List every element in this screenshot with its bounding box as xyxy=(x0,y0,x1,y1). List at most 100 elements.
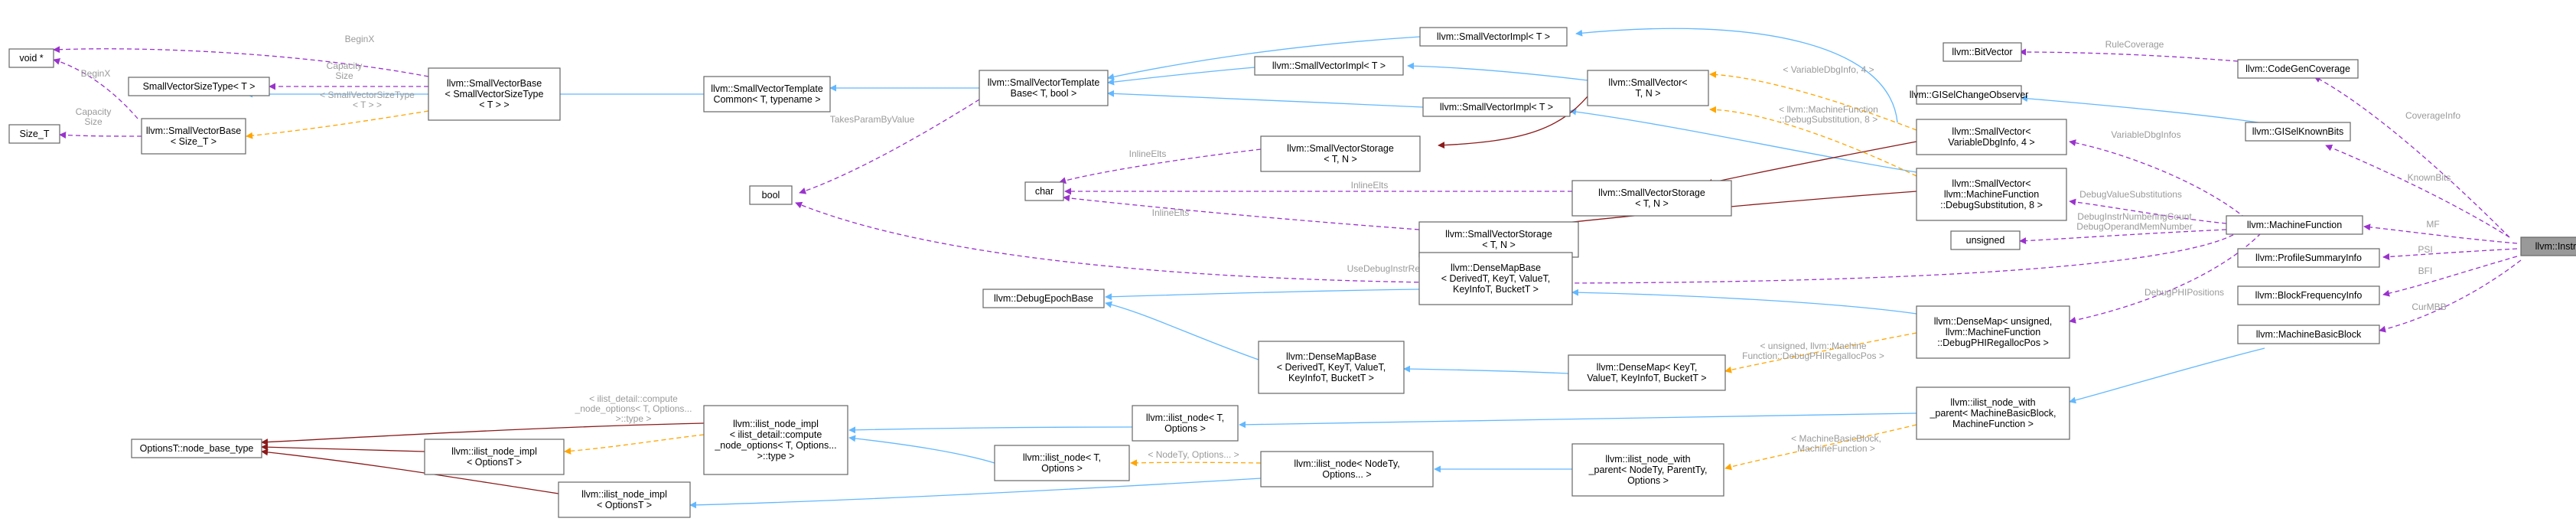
node-optionst[interactable]: OptionsT::node_base_type xyxy=(131,439,262,458)
node-label: < SmallVectorSizeType xyxy=(445,89,544,99)
edge-label-takesparam: TakesParamByValue xyxy=(830,114,915,125)
node-label: llvm::DenseMapBase xyxy=(1451,262,1541,273)
node-svstorage1[interactable]: llvm::SmallVectorStorage< T, N > xyxy=(1260,135,1421,172)
edge-label-capsize2: Size xyxy=(84,116,103,127)
node-box xyxy=(1132,405,1239,442)
node-svstorage3[interactable]: llvm::SmallVectorStorage< T, N > xyxy=(1418,221,1579,258)
node-svbase[interactable]: llvm::SmallVectorBase< SmallVectorSizeTy… xyxy=(428,67,561,121)
node-sv_dbgsub[interactable]: llvm::SmallVector<llvm::MachineFunction:… xyxy=(1916,168,2067,221)
node-box xyxy=(2226,215,2363,235)
node-densemapbase1[interactable]: llvm::DenseMapBase< DerivedT, KeyT, Valu… xyxy=(1418,252,1573,305)
edge-codegencov-to-bitvector xyxy=(2019,48,2239,62)
node-void[interactable]: void * xyxy=(8,48,54,68)
edge-ilistparentmbb-to-parent xyxy=(1724,424,1917,471)
node-label: Common< T, typename > xyxy=(713,94,820,105)
edge-densemapbase1-to-epochbase xyxy=(1105,289,1420,301)
edge-label-debuginstr: DebugInstrNumberingCount xyxy=(2077,211,2192,222)
node-gisel_observer[interactable]: llvm::GISelChangeObserver xyxy=(1910,85,2029,105)
node-box xyxy=(1950,230,2021,250)
edge-label-inlineelts2: InlineElts xyxy=(1351,180,1389,191)
node-sizet[interactable]: Size_T xyxy=(8,124,60,144)
edge-svbasesizet-to-sizet xyxy=(59,132,142,139)
node-char[interactable]: char xyxy=(1024,181,1064,201)
node-label: bool xyxy=(762,190,780,201)
node-box xyxy=(131,439,262,458)
node-box xyxy=(128,77,270,96)
node-bool[interactable]: bool xyxy=(749,185,793,205)
node-ilist_node_top[interactable]: llvm::ilist_node< T,Options > xyxy=(1132,405,1239,442)
node-machinefunction[interactable]: llvm::MachineFunction xyxy=(2226,215,2363,235)
node-label: < OptionsT > xyxy=(467,457,522,468)
edge-svbasesizet-to-void xyxy=(53,58,138,119)
node-svimpl_low[interactable]: llvm::SmallVectorImpl< T > xyxy=(1422,97,1571,117)
edge-ilistimplmid-to-impl-big xyxy=(564,434,705,455)
node-svimpl_top[interactable]: llvm::SmallVectorImpl< T > xyxy=(1419,27,1568,47)
node-debugepochbase[interactable]: llvm::DebugEpochBase xyxy=(982,289,1105,308)
node-label: llvm::SmallVector< xyxy=(1608,77,1687,88)
node-label: _parent< MachineBasicBlock, xyxy=(1929,408,2056,419)
node-label: llvm::ilist_node< T, xyxy=(1023,452,1101,463)
edge-is-to-psi xyxy=(2382,248,2518,260)
node-profilesummary[interactable]: llvm::ProfileSummaryInfo xyxy=(2237,248,2380,268)
node-label: llvm::ilist_node_impl xyxy=(451,446,537,457)
node-label: ::DebugPHIRegallocPos > xyxy=(1937,338,2049,348)
node-unsigned[interactable]: unsigned xyxy=(1950,230,2021,250)
node-giselknownbits[interactable]: llvm::GISelKnownBits xyxy=(2245,122,2351,142)
node-box xyxy=(2245,122,2351,142)
node-box xyxy=(749,185,793,205)
edge-label-mf: MF xyxy=(2426,219,2439,230)
node-svimpl_mid[interactable]: llvm::SmallVectorImpl< T > xyxy=(1254,56,1404,76)
node-label: llvm::CodeGenCoverage xyxy=(2245,64,2350,74)
node-label: KeyInfoT, BucketT > xyxy=(1288,373,1374,383)
edge-is-to-bfi xyxy=(2382,256,2518,297)
node-ilist_impl_low[interactable]: llvm::ilist_node_impl< OptionsT > xyxy=(558,481,691,518)
node-svbase_sizet[interactable]: llvm::SmallVectorBase< Size_T > xyxy=(141,118,246,155)
node-ilist_impl_big[interactable]: llvm::ilist_node_impl< ilist_detail::com… xyxy=(703,405,848,475)
node-box xyxy=(1943,42,2022,62)
node-label: llvm::ilist_node_impl xyxy=(581,489,667,500)
node-densemap_phi[interactable]: llvm::DenseMap< unsigned,llvm::MachineFu… xyxy=(1916,305,2070,359)
node-densemap[interactable]: llvm::DenseMap< KeyT,ValueT, KeyInfoT, B… xyxy=(1568,354,1726,391)
node-ilist_node_nodety[interactable]: llvm::ilist_node< NodeTy,Options... > xyxy=(1260,451,1434,488)
node-ilist_parent[interactable]: llvm::ilist_node_with_parent< NodeTy, Pa… xyxy=(1571,443,1724,497)
edge-label-capsize2: Capacity xyxy=(76,106,112,117)
node-ilist_node_low[interactable]: llvm::ilist_node< T,Options > xyxy=(994,445,1130,481)
edge-label-usedebug: UseDebugInstrRef xyxy=(1347,263,1423,274)
node-codegencoverage[interactable]: llvm::CodeGenCoverage xyxy=(2237,59,2359,79)
node-ilist_parent_mbb[interactable]: llvm::ilist_node_with_parent< MachineBas… xyxy=(1916,386,2070,440)
node-svstorage2[interactable]: llvm::SmallVectorStorage< T, N > xyxy=(1571,180,1732,217)
node-densemapbase2[interactable]: llvm::DenseMapBase< DerivedT, KeyT, Valu… xyxy=(1258,341,1405,394)
edge-smallvector-to-svimpl-mid xyxy=(1407,62,1588,81)
edge-svtbase-to-bool xyxy=(799,99,980,194)
edge-label-knownbits: KnownBits xyxy=(2408,172,2451,183)
node-box xyxy=(428,67,561,121)
edge-label-covinfo: CoverageInfo xyxy=(2405,110,2460,121)
edge-ilistimplmid-to-optionst xyxy=(261,443,425,452)
node-box xyxy=(1916,305,2070,359)
node-label: llvm::SmallVector< xyxy=(1952,126,2031,137)
edge-storage3-to-char xyxy=(1063,194,1420,230)
node-machinebasicblock[interactable]: llvm::MachineBasicBlock xyxy=(2237,324,2380,344)
node-instructionselector[interactable]: llvm::InstructionSelector xyxy=(2520,236,2576,256)
node-blockfreq[interactable]: llvm::BlockFrequencyInfo xyxy=(2237,285,2380,305)
node-smallvectorsizetype[interactable]: SmallVectorSizeType< T > xyxy=(128,77,270,96)
node-box xyxy=(2237,59,2359,79)
node-label: llvm::SmallVectorBase xyxy=(146,126,241,136)
node-label: llvm::BlockFrequencyInfo xyxy=(2255,290,2363,301)
node-smallvector[interactable]: llvm::SmallVector<T, N > xyxy=(1587,70,1709,106)
node-sv_dbg[interactable]: llvm::SmallVector<VariableDbgInfo, 4 > xyxy=(1916,119,2067,155)
node-box xyxy=(1916,85,2022,105)
node-box xyxy=(2237,285,2380,305)
edge-label-ilistdetail: >::type > xyxy=(616,413,652,424)
node-bitvector[interactable]: llvm::BitVector xyxy=(1943,42,2022,62)
node-ilist_impl_mid[interactable]: llvm::ilist_node_impl< OptionsT > xyxy=(424,439,565,475)
node-label: llvm::SmallVectorStorage xyxy=(1445,229,1552,240)
edge-label-mbbmf: < MachineBasicBlock, xyxy=(1791,433,1881,444)
node-label: _parent< NodeTy, ParentTy, xyxy=(1588,465,1708,475)
node-label: llvm::InstructionSelector xyxy=(2535,241,2576,252)
node-box xyxy=(1419,27,1568,47)
node-label: Size_T xyxy=(20,129,50,139)
